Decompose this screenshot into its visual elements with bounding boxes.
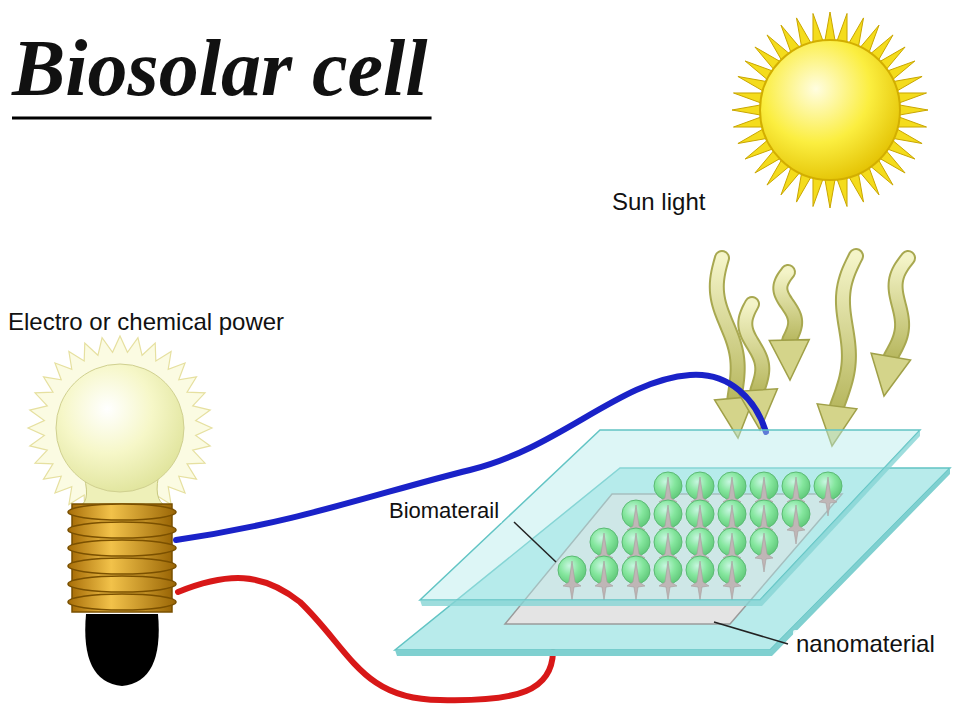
leader-line xyxy=(514,522,556,562)
leader-line xyxy=(714,622,788,644)
light-ray xyxy=(780,272,795,340)
light-ray xyxy=(891,258,908,357)
output-label: Electro or chemical power xyxy=(8,308,284,336)
screw-thread xyxy=(68,504,176,520)
light-ray xyxy=(837,256,856,406)
screw-thread xyxy=(68,576,176,592)
screw-thread xyxy=(68,522,176,538)
light-bulb xyxy=(28,336,212,686)
sun-disc xyxy=(760,40,900,180)
part-label: Biomaterail xyxy=(386,498,502,523)
sun-ray xyxy=(732,105,762,116)
light-ray xyxy=(891,258,908,357)
light-ray xyxy=(745,304,762,390)
title-underline xyxy=(12,117,432,120)
sun-symbol xyxy=(732,12,928,208)
light-rays xyxy=(715,256,911,446)
part-label: nanomaterial xyxy=(793,630,938,658)
sun-ray xyxy=(825,12,836,42)
light-ray xyxy=(780,272,795,340)
light-ray-head xyxy=(871,353,910,396)
light-ray xyxy=(745,304,762,390)
screw-thread xyxy=(68,558,176,574)
light-ray xyxy=(837,256,856,406)
light-label: Sun light xyxy=(612,188,705,216)
bulb-glow xyxy=(28,336,212,520)
screw-thread xyxy=(68,540,176,556)
sun-ray xyxy=(825,178,836,208)
sun-ray xyxy=(898,105,928,116)
biosolar-cell xyxy=(395,430,950,656)
light-ray-head xyxy=(769,340,809,380)
bulb-glass xyxy=(56,364,184,492)
diagram-title: Biosolar cell xyxy=(12,22,428,114)
bulb-tip xyxy=(85,614,159,686)
screw-thread xyxy=(68,594,176,610)
